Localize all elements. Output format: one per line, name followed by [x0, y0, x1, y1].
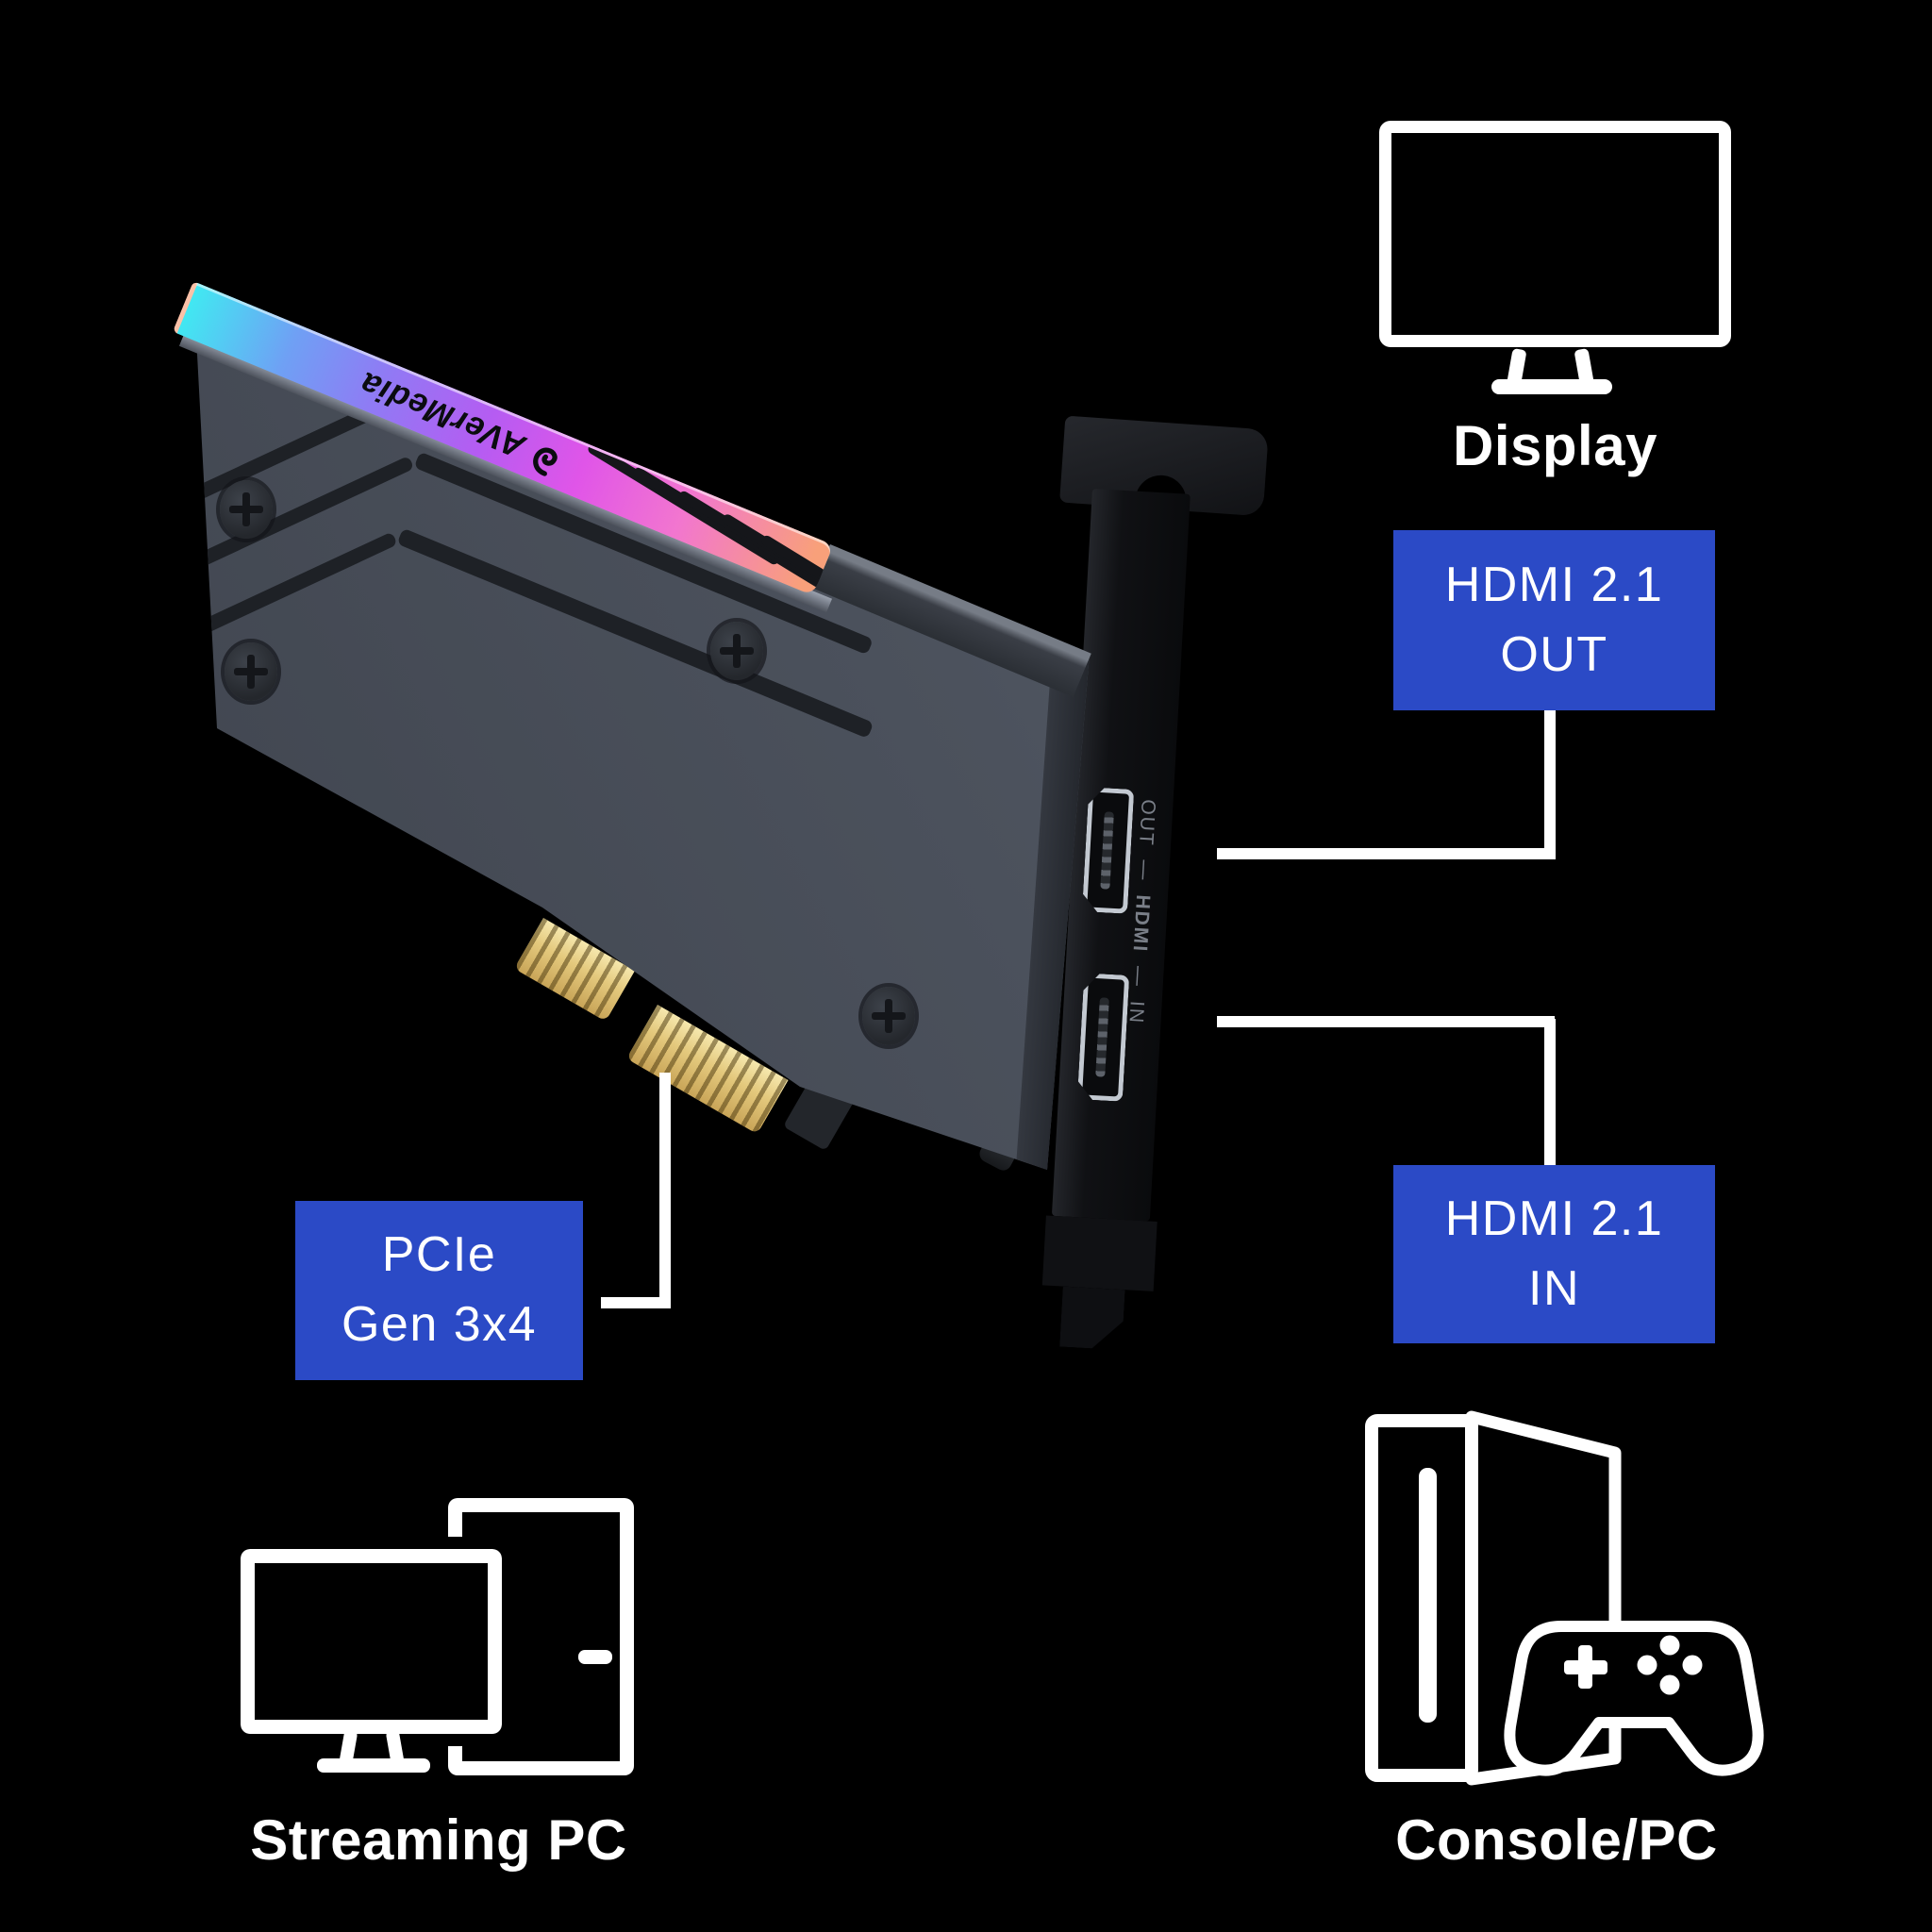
pc-monitor-icon: [228, 1537, 514, 1746]
console-pc-label: Console/PC: [1395, 1808, 1718, 1872]
gamepad-dpad-icon: [1578, 1645, 1592, 1689]
connector-line-in-horizontal: [1217, 1016, 1555, 1027]
screw-icon: [710, 622, 763, 680]
gamepad-button-icon: [1659, 1674, 1680, 1695]
callout-pcie: PCIe Gen 3x4: [295, 1201, 583, 1380]
display-stand-base-icon: [1491, 379, 1612, 394]
brand-logo-swirl-icon: [533, 447, 558, 476]
gamepad-button-icon: [1637, 1655, 1657, 1675]
gamepad-body-icon: [1504, 1621, 1764, 1776]
bracket-label-out: OUT: [1134, 798, 1159, 848]
bracket-toe: [1059, 1287, 1124, 1351]
pci-bracket: OUT — HDMI — IN: [1041, 489, 1206, 1361]
pc-tower-button-icon: [578, 1650, 612, 1664]
callout-hdmi-in-line2: IN: [1528, 1260, 1580, 1316]
callout-hdmi-in-line1: HDMI 2.1: [1444, 1191, 1664, 1246]
bracket-foot: [1041, 1215, 1158, 1291]
display-label: Display: [1453, 414, 1657, 477]
callout-pcie-line1: PCIe: [381, 1227, 497, 1283]
streaming-pc-label: Streaming PC: [250, 1808, 627, 1872]
bracket-label-in: IN: [1124, 1000, 1148, 1025]
hdmi-out-port-icon: [1082, 787, 1134, 913]
gamepad-button-icon: [1682, 1655, 1703, 1675]
callout-hdmi-out-line2: OUT: [1500, 626, 1608, 682]
bracket-label-hdmi: HDMI: [1128, 893, 1155, 954]
callout-hdmi-in: HDMI 2.1 IN: [1393, 1165, 1715, 1343]
gamepad-button-icon: [1659, 1635, 1680, 1656]
callout-hdmi-out-line1: HDMI 2.1: [1444, 557, 1664, 612]
screw-icon: [862, 987, 915, 1045]
console-slot-icon: [1419, 1468, 1437, 1723]
connector-line-pcie-vertical: [659, 1073, 671, 1308]
display-monitor-icon: [1379, 121, 1731, 347]
brand-logo: AVerMedia: [203, 297, 578, 488]
callout-hdmi-out: HDMI 2.1 OUT: [1393, 530, 1715, 710]
connector-line-pcie-horizontal: [601, 1297, 671, 1308]
connector-line-out-vertical: [1544, 709, 1556, 859]
screw-icon: [225, 642, 277, 701]
callout-pcie-line2: Gen 3x4: [341, 1297, 538, 1352]
bracket-label-sep1: —: [1132, 858, 1157, 883]
connector-line-in-vertical: [1544, 1019, 1556, 1167]
gamepad-icon: [1504, 1621, 1764, 1776]
pc-monitor-base-icon: [317, 1758, 430, 1773]
console-pc-icon: [1365, 1410, 1764, 1786]
rgb-light-strip: AVerMedia: [172, 281, 834, 596]
bracket-label-sep2: —: [1126, 965, 1150, 989]
screw-icon: [220, 480, 273, 539]
connector-line-out-horizontal: [1217, 848, 1555, 859]
